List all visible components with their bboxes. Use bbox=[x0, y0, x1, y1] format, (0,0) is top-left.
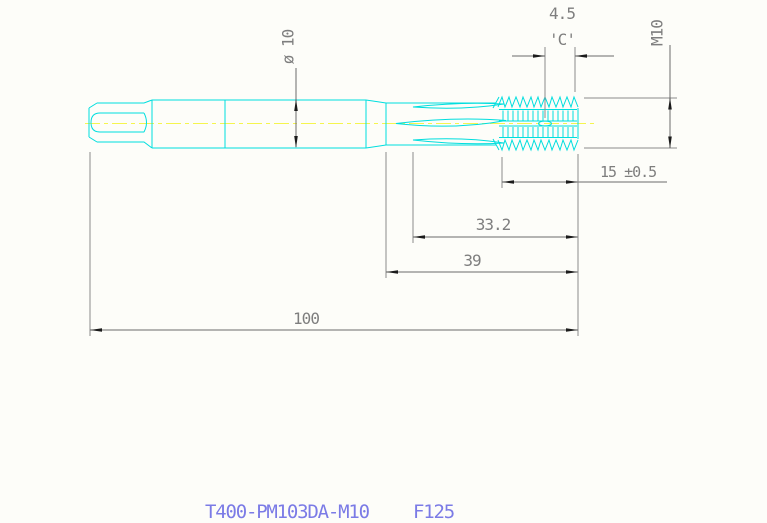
thread-hatch-upper bbox=[502, 110, 574, 121]
dimension-chamfer: 4.5 'C' bbox=[512, 4, 614, 118]
square-drive-outline bbox=[88, 99, 153, 149]
dim-working-length-label: 39 bbox=[463, 251, 481, 270]
arrowhead-left bbox=[575, 54, 587, 58]
thread-hatch-lower bbox=[502, 127, 574, 137]
thread-lead bbox=[492, 96, 500, 151]
arrowhead-up bbox=[668, 97, 672, 110]
arrowhead-left bbox=[502, 180, 514, 184]
neck-taper bbox=[365, 99, 387, 149]
arrowhead-right bbox=[566, 270, 578, 274]
square-drive-flats bbox=[90, 112, 147, 133]
flute-top bbox=[412, 102, 505, 109]
part-number-label: T400-PM103DA-M10 bbox=[205, 501, 370, 523]
arrowhead-down bbox=[294, 136, 298, 148]
dimension-thread-length: 15 ±0.5 bbox=[501, 157, 667, 188]
dimension-flute-length: 33.2 bbox=[412, 152, 578, 243]
dimension-shank-diameter: ø 10 bbox=[279, 29, 298, 148]
thread-root-lines bbox=[499, 109, 577, 138]
arrowhead-right bbox=[566, 328, 578, 332]
arrowhead-right bbox=[566, 180, 578, 184]
arrowhead-right bbox=[566, 235, 578, 239]
dim-shank-diameter-label: ø 10 bbox=[279, 29, 298, 64]
arrowhead-down bbox=[668, 136, 672, 149]
thread-section bbox=[497, 95, 579, 152]
dim-flute-length-label: 33.2 bbox=[476, 215, 511, 234]
order-code-label: F125 bbox=[413, 501, 454, 523]
flute-middle bbox=[395, 118, 507, 127]
arrowhead-left bbox=[386, 270, 398, 274]
dim-thread-size-label: M10 bbox=[648, 20, 667, 46]
dim-overall-length-label: 100 bbox=[293, 309, 319, 328]
dimension-working-length: 39 bbox=[385, 152, 578, 278]
thread-crests-bottom bbox=[497, 138, 579, 152]
center-hole-ellipse bbox=[538, 120, 552, 127]
dimension-thread-size: M10 bbox=[584, 20, 677, 149]
title-block: T400-PM103DA-M10 F125 bbox=[205, 501, 455, 523]
dim-chamfer-ref-label: 'C' bbox=[549, 30, 575, 49]
arrowhead-left bbox=[413, 235, 425, 239]
arrowhead-up bbox=[294, 99, 298, 111]
dim-chamfer-length-label: 4.5 bbox=[549, 4, 575, 23]
arrowhead-left bbox=[90, 328, 102, 332]
thread-crests-top bbox=[497, 95, 579, 109]
dim-thread-length-label: 15 ±0.5 bbox=[600, 163, 656, 181]
dimension-overall-length: 100 bbox=[89, 152, 579, 336]
flute-bottom bbox=[412, 138, 505, 145]
arrowhead-right bbox=[533, 54, 545, 58]
shank-outline bbox=[151, 99, 366, 149]
